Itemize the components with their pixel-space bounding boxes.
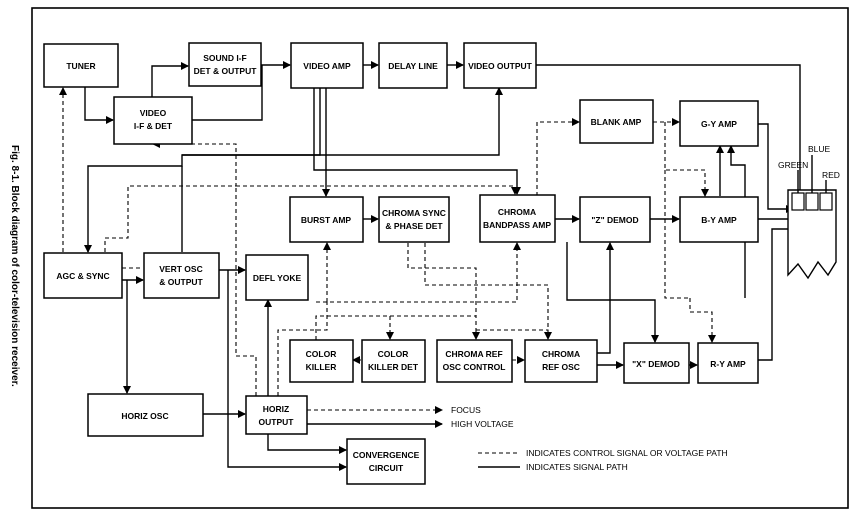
block-sound-if: SOUND I-F DET & OUTPUT [188, 42, 262, 87]
svg-text:& OUTPUT: & OUTPUT [159, 277, 203, 287]
block-x-demod: "X" DEMOD [623, 342, 690, 384]
block-blank-amp: BLANK AMP [579, 99, 654, 144]
control-paths [59, 87, 716, 414]
svg-text:OUTPUT: OUTPUT [259, 417, 295, 427]
block-convergence: CONVERGENCE CIRCUIT [346, 438, 426, 485]
block-chroma-bandpass: CHROMA BANDPASS AMP [479, 194, 556, 243]
svg-text:OSC CONTROL: OSC CONTROL [443, 362, 506, 372]
block-chroma-ref-ctrl: CHROMA REF OSC CONTROL [436, 339, 513, 383]
svg-text:CIRCUIT: CIRCUIT [369, 463, 404, 473]
block-horiz-osc: HORIZ OSC [87, 393, 204, 437]
svg-text:VIDEO: VIDEO [140, 108, 167, 118]
block-horiz-output: HORIZ OUTPUT [245, 395, 308, 435]
block-video-if: VIDEO I-F & DET [113, 96, 193, 145]
svg-text:VIDEO AMP: VIDEO AMP [303, 61, 351, 71]
svg-text:DELAY LINE: DELAY LINE [388, 61, 438, 71]
svg-text:BURST AMP: BURST AMP [301, 215, 352, 225]
block-color-killer-det: COLOR KILLER DET [361, 339, 426, 383]
svg-text:"X" DEMOD: "X" DEMOD [632, 359, 680, 369]
legend: INDICATES CONTROL SIGNAL OR VOLTAGE PATH… [478, 448, 728, 472]
svg-text:DET & OUTPUT: DET & OUTPUT [194, 66, 258, 76]
legend-signal-text: INDICATES SIGNAL PATH [526, 462, 628, 472]
block-by-amp: B-Y AMP [679, 196, 759, 243]
svg-text:BLANK AMP: BLANK AMP [591, 117, 642, 127]
focus-label: FOCUS [451, 405, 481, 415]
svg-text:"Z" DEMOD: "Z" DEMOD [591, 215, 638, 225]
blue-gun [805, 192, 819, 211]
blue-label: BLUE [808, 144, 831, 154]
svg-text:CHROMA REF: CHROMA REF [445, 349, 502, 359]
legend-control-text: INDICATES CONTROL SIGNAL OR VOLTAGE PATH [526, 448, 728, 458]
block-delay-line: DELAY LINE [378, 42, 448, 89]
svg-text:TUNER: TUNER [66, 61, 95, 71]
svg-text:R-Y AMP: R-Y AMP [710, 359, 746, 369]
block-z-demod: "Z" DEMOD [579, 196, 651, 243]
svg-text:HORIZ: HORIZ [263, 404, 289, 414]
svg-text:KILLER DET: KILLER DET [368, 362, 419, 372]
svg-text:HORIZ OSC: HORIZ OSC [121, 411, 168, 421]
crt-picture-tube: GREEN BLUE RED [778, 144, 840, 280]
svg-text:DEFL YOKE: DEFL YOKE [253, 273, 302, 283]
block-ry-amp: R-Y AMP [697, 342, 759, 384]
high-voltage-label: HIGH VOLTAGE [451, 419, 514, 429]
block-video-output: VIDEO OUTPUT [463, 42, 537, 89]
svg-text:COLOR: COLOR [378, 349, 409, 359]
svg-text:CHROMA SYNC: CHROMA SYNC [382, 208, 446, 218]
block-tuner: TUNER [43, 43, 119, 88]
block-chroma-ref-osc: CHROMA REF OSC [524, 339, 598, 383]
red-gun [819, 192, 833, 211]
green-gun [791, 192, 805, 211]
svg-text:KILLER: KILLER [306, 362, 337, 372]
svg-text:COLOR: COLOR [306, 349, 337, 359]
svg-text:VIDEO OUTPUT: VIDEO OUTPUT [468, 61, 533, 71]
svg-text:BANDPASS AMP: BANDPASS AMP [483, 220, 551, 230]
block-defl-yoke: DEFL YOKE [245, 254, 309, 301]
svg-text:& PHASE DET: & PHASE DET [385, 221, 443, 231]
svg-text:G-Y AMP: G-Y AMP [701, 119, 737, 129]
block-color-killer: COLOR KILLER [289, 339, 354, 383]
diagram-frame [31, 7, 849, 509]
block-vert-osc: VERT OSC & OUTPUT [143, 252, 220, 299]
block-chroma-sync: CHROMA SYNC & PHASE DET [378, 196, 450, 243]
block-gy-amp: G-Y AMP [679, 100, 759, 147]
figure-caption: Fig. 8-1. Block diagram of color-televis… [9, 145, 20, 387]
svg-text:REF OSC: REF OSC [542, 362, 580, 372]
red-label: RED [822, 170, 840, 180]
block-burst-amp: BURST AMP [289, 196, 364, 243]
green-label: GREEN [778, 160, 808, 170]
svg-text:VERT OSC: VERT OSC [159, 264, 202, 274]
svg-text:AGC & SYNC: AGC & SYNC [56, 271, 109, 281]
block-agc-sync: AGC & SYNC [43, 252, 123, 299]
svg-text:B-Y AMP: B-Y AMP [701, 215, 737, 225]
block-video-amp: VIDEO AMP [290, 42, 364, 89]
svg-text:CHROMA: CHROMA [542, 349, 580, 359]
svg-text:CONVERGENCE: CONVERGENCE [353, 450, 420, 460]
svg-text:SOUND I-F: SOUND I-F [203, 53, 246, 63]
svg-text:I-F & DET: I-F & DET [134, 121, 173, 131]
svg-text:CHROMA: CHROMA [498, 207, 536, 217]
